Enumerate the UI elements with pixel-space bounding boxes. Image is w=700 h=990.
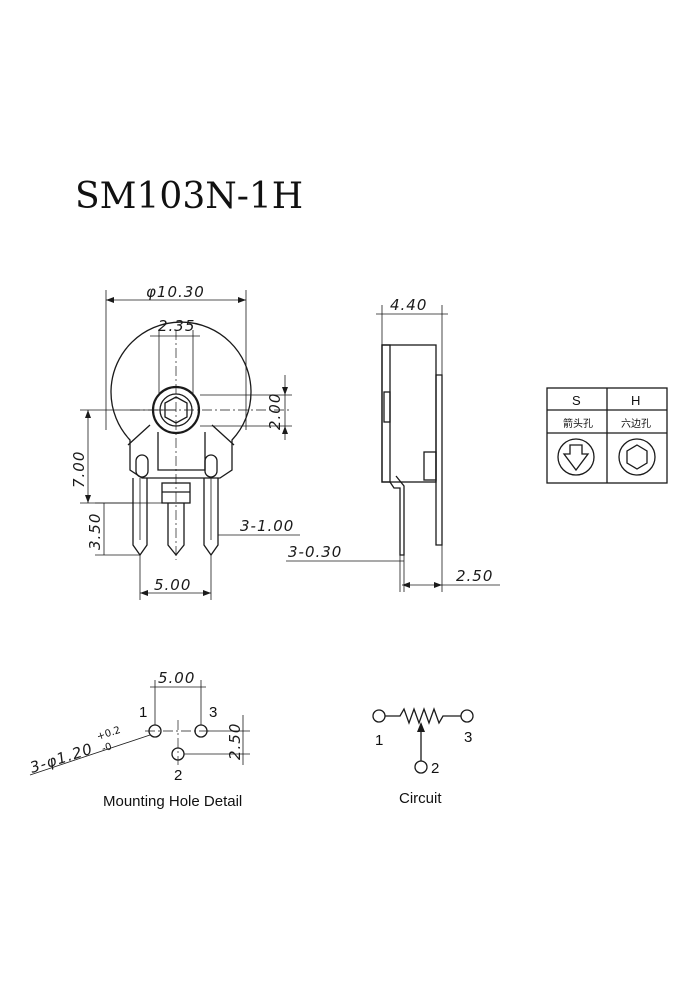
circuit-pin-1: 1 (375, 732, 383, 749)
mounting-hole-detail: 5.00 2.50 3-φ1.20 +0.2 -0 1 3 2 Mounting… (28, 669, 250, 810)
mount-pitch: 5.00 (158, 669, 195, 687)
mount-pin-3: 3 (209, 704, 217, 721)
shaft-header-s: S (572, 393, 581, 408)
mount-hole-spec: 3-φ1.20 (28, 740, 96, 777)
mount-tol-plus: +0.2 (96, 725, 123, 743)
shaft-type-arrow: 箭头孔 (563, 417, 593, 430)
shaft-header-h: H (631, 393, 640, 408)
dim-pitch: 5.00 (154, 576, 191, 594)
mount-vertical: 2.50 (226, 723, 244, 760)
circuit-caption: Circuit (399, 790, 442, 807)
circuit-diagram: 1 3 2 Circuit (372, 707, 474, 807)
wiper-arrow-icon (417, 722, 425, 732)
dim-depth: 4.40 (390, 296, 427, 314)
mount-tol-minus: -0 (101, 741, 114, 755)
circuit-pin-3: 3 (464, 729, 472, 746)
dim-bottom-offset: 2.50 (456, 567, 493, 585)
dim-pin-width: 3-1.00 (240, 517, 294, 535)
shaft-type-table: S H 箭头孔 六边孔 (546, 387, 668, 484)
dim-pin-length: 3.50 (86, 513, 104, 550)
dim-top-spacing: 2.35 (158, 317, 195, 335)
mount-pin-2: 2 (174, 767, 182, 784)
slot-right (204, 454, 218, 478)
dim-total-height: 7.00 (70, 451, 88, 488)
mount-pin-1: 1 (139, 704, 147, 721)
dim-height-2: 2.00 (266, 393, 284, 430)
hex-hole-icon (618, 438, 656, 476)
circuit-terminal-3 (460, 709, 474, 723)
circuit-pin-2: 2 (431, 760, 439, 777)
slot-left (135, 454, 149, 478)
shaft-type-hex: 六边孔 (621, 418, 651, 430)
circuit-terminal-2 (414, 760, 428, 774)
dim-pin-thickness: 3-0.30 (288, 543, 342, 561)
front-view: φ10.30 2.35 2.00 7.00 3.50 3-1.00 (70, 283, 300, 600)
circuit-terminal-1 (372, 709, 386, 723)
mount-caption: Mounting Hole Detail (103, 793, 242, 810)
side-view: 4.40 3-0.30 2.50 (286, 296, 500, 592)
dim-diameter: φ10.30 (146, 283, 205, 301)
part-number-title: SM103N-1H (75, 176, 303, 217)
arrow-hole-icon (557, 438, 595, 476)
resistor-icon (385, 707, 461, 725)
